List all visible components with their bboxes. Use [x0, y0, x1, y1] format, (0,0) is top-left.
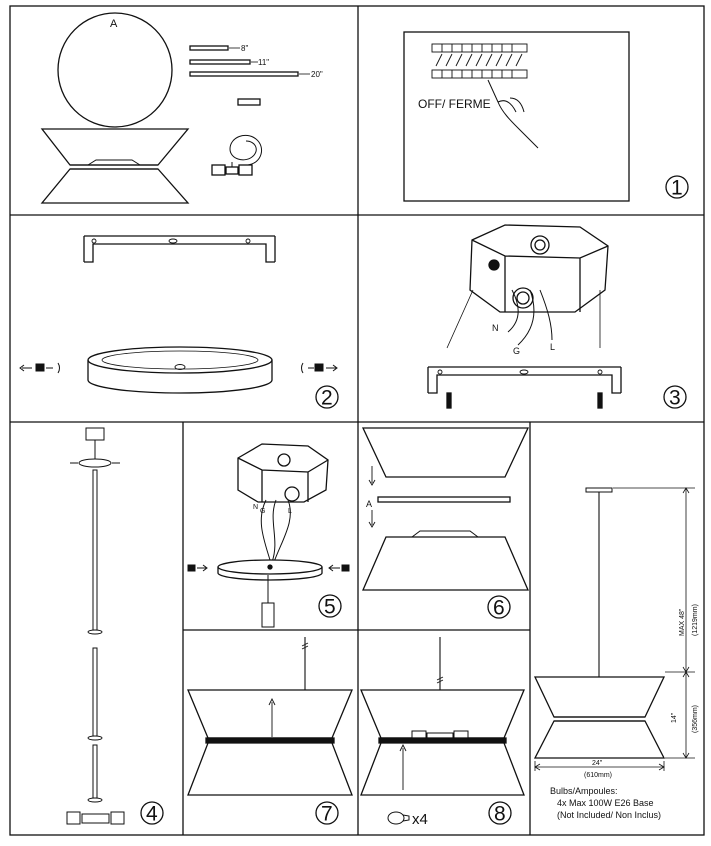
rod-11-inch: 11" [189, 58, 269, 67]
bulbs-note: (Not Included/ Non Inclus) [557, 810, 661, 820]
panel-step-7: 7 [187, 637, 353, 826]
panel-step-6: A 6 [361, 427, 530, 620]
wire-g-label: G [513, 346, 520, 356]
connector-piece [237, 98, 261, 106]
shade-bottom [533, 720, 666, 759]
mounting-screw [597, 392, 603, 409]
canopy [87, 346, 273, 394]
wire-n-label: N [492, 323, 499, 333]
max-height-mm-label: (1219mm) [692, 604, 699, 636]
junction-box-small [85, 427, 105, 441]
shade-top [361, 427, 530, 478]
step-6-number: 6 [493, 597, 505, 620]
canopy [217, 559, 323, 581]
canopy-profile [585, 487, 613, 493]
off-label: OFF/ FERME [418, 97, 491, 111]
wires [507, 289, 553, 346]
panel-grid [9, 5, 705, 836]
shade-top [360, 689, 525, 739]
canopy-small [78, 458, 112, 468]
breaker-switches [431, 43, 528, 79]
hand-icon [487, 79, 539, 149]
height-dimension [613, 487, 695, 759]
screw-left [19, 362, 60, 374]
rod-20-label: 20" [311, 70, 323, 79]
step-1-number: 1 [671, 177, 683, 200]
part-a-label: A [110, 18, 118, 30]
part-a-disc: A [57, 12, 173, 128]
diffuser-label: A [366, 499, 372, 509]
wire-g-label: G [260, 508, 265, 515]
shade-bottom [187, 742, 353, 796]
shade-height-mm-label: (356mm) [692, 705, 699, 733]
step-2-number: 2 [321, 387, 333, 410]
screw-right [328, 564, 350, 572]
breaker-panel-frame [403, 31, 630, 202]
step-1-badge [665, 175, 689, 199]
mounting-bracket [427, 366, 622, 394]
wire-l-label: L [550, 342, 555, 352]
step-5-badge [318, 594, 342, 618]
rod-20 [92, 469, 98, 631]
width-mm-label: (610mm) [584, 772, 612, 779]
max-height-label: MAX 48" [679, 608, 686, 636]
mounting-bracket [83, 235, 276, 263]
wires [260, 499, 291, 563]
panel-step-3: N G L 3 [427, 224, 687, 410]
shade-bottom [360, 742, 525, 796]
rod-20-inch: 20" [189, 70, 323, 79]
rod-8-label: 8" [241, 44, 248, 53]
cluster-socket-part [211, 134, 263, 176]
bulbs-heading: Bulbs/Ampoules: [550, 786, 618, 796]
step-7-number: 7 [321, 803, 333, 826]
rod-top [261, 602, 275, 628]
width-label: 24" [592, 760, 603, 767]
panel-step-5: N G L 5 [187, 443, 350, 628]
step-4-badge [140, 801, 164, 825]
rod-11-label: 11" [258, 58, 269, 67]
step-3-number: 3 [669, 387, 681, 410]
panel-step-4: 4 [66, 427, 164, 826]
rod-11 [92, 647, 98, 737]
cluster-socket [66, 811, 125, 825]
width-dimension [534, 761, 665, 771]
screw-right [301, 362, 338, 374]
shade-part [40, 128, 190, 204]
shade-top [187, 689, 353, 739]
step-4-number: 4 [146, 803, 158, 826]
screw-left [187, 564, 208, 572]
diffuser-band [205, 737, 335, 744]
diffuser-band [378, 737, 507, 744]
wire-n-label: N [253, 504, 258, 511]
step-8-number: 8 [494, 803, 506, 826]
bulb-count: x4 [412, 811, 428, 828]
step-3-badge [663, 385, 687, 409]
bulb-icon [387, 811, 410, 825]
panel-step-2: 2 [19, 235, 339, 410]
panel-parts: A 8" 11" 20" [40, 12, 323, 204]
rod-8-inch: 8" [189, 44, 248, 53]
bulbs-spec: 4x Max 100W E26 Base [557, 798, 654, 808]
wire-l-label: L [288, 508, 292, 515]
step-5-number: 5 [324, 596, 336, 619]
panel-dimensions: MAX 48" (1219mm) 14" (356mm) 24" (610mm)… [533, 487, 699, 820]
shade-height-label: 14" [671, 712, 678, 723]
shade-bottom [362, 536, 529, 591]
step-8-badge [488, 801, 512, 825]
diffuser-a [377, 496, 511, 503]
step-7-badge [315, 801, 339, 825]
junction-box [469, 224, 609, 313]
panel-step-1: OFF/ FERME 1 [403, 31, 689, 202]
panel-step-8: x4 8 [360, 637, 525, 828]
step-6-badge [487, 595, 511, 619]
mounting-screw [446, 392, 452, 409]
junction-box [237, 443, 329, 503]
shade-top [533, 676, 666, 718]
step-2-badge [315, 385, 339, 409]
rod-8 [92, 744, 98, 799]
